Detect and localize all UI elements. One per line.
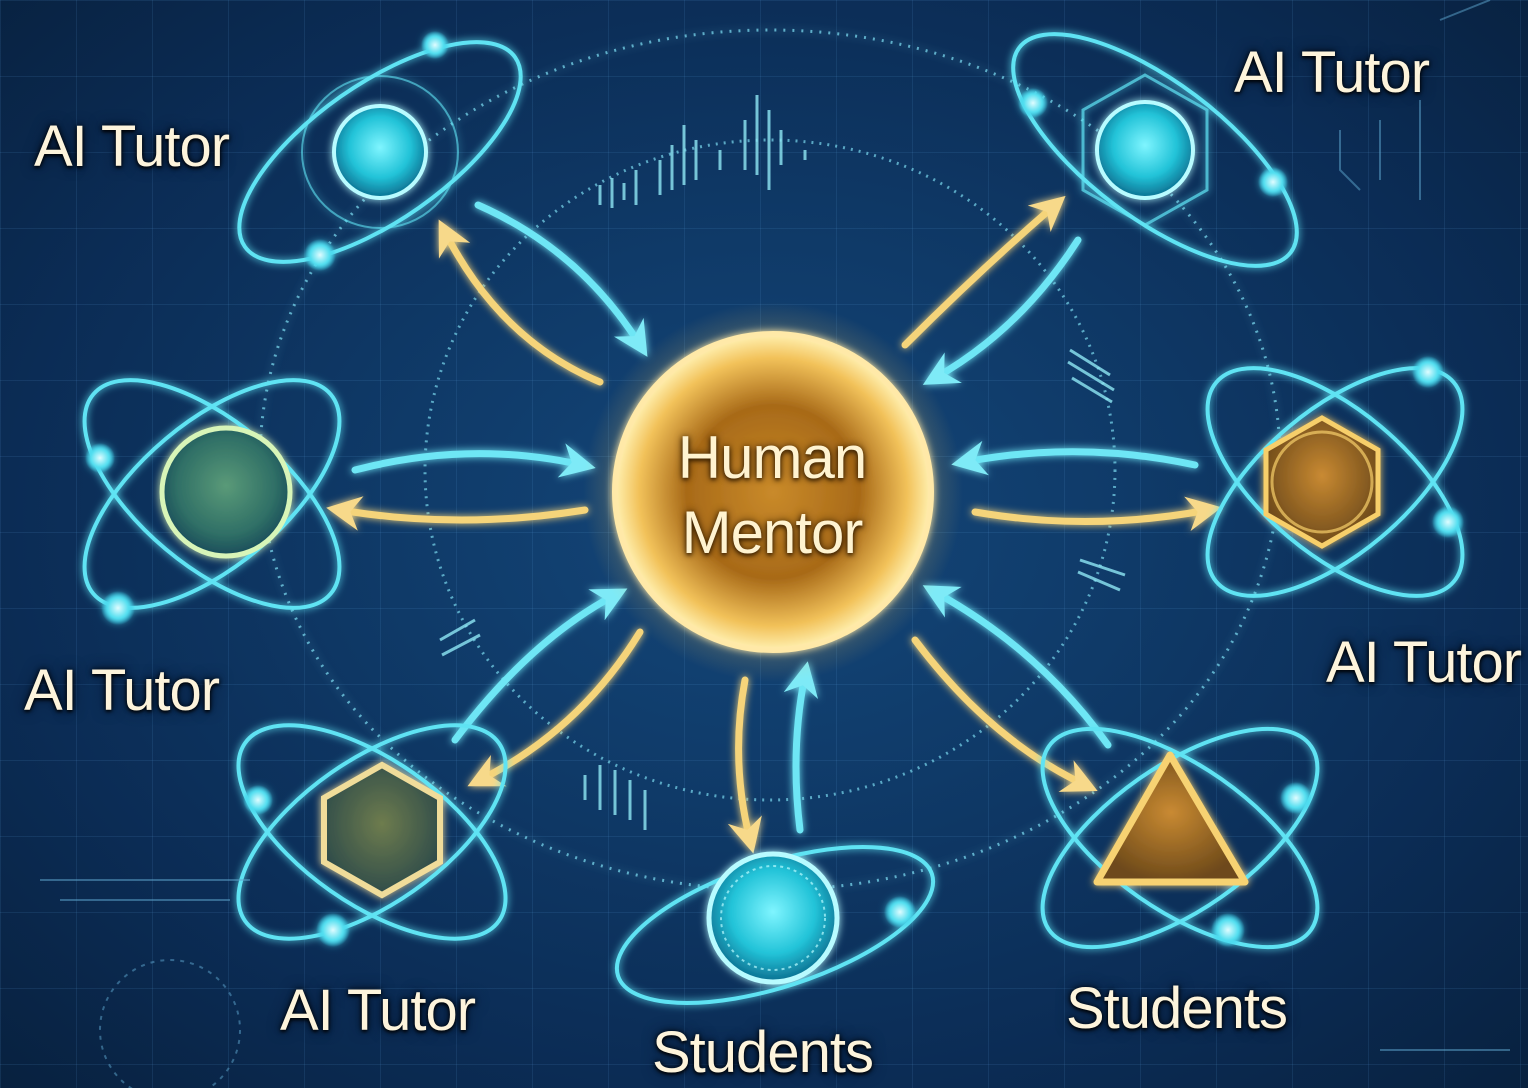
node-label-ai-tutor-top-right: AI Tutor: [1234, 40, 1430, 105]
node-label-ai-tutor-left: AI Tutor: [24, 658, 220, 723]
waveform-accents: [439, 95, 1126, 830]
arrow-to-mentor-7: [922, 585, 1112, 749]
ai-tutor-node-top-left: [237, 31, 523, 271]
arrow-to-tutor-4: [971, 496, 1222, 532]
arrow-to-mentor-5: [451, 588, 628, 744]
human-mentor-label: Human Mentor: [612, 420, 932, 570]
arrow-to-tutor-3: [326, 496, 589, 531]
ai-tutor-node-bottom-left: [236, 723, 508, 947]
circuit-decoration: [40, 0, 1510, 1088]
arrow-to-mentor-6: [783, 661, 819, 834]
ai-tutor-node-right: [1205, 356, 1465, 598]
node-label-ai-tutor-bottom-left: AI Tutor: [280, 978, 476, 1043]
center-label-line-1: Human: [677, 424, 867, 491]
arrow-to-students-2: [911, 636, 1098, 792]
arrow-to-tutor-2: [901, 195, 1066, 349]
ai-tutor-node-left: [82, 378, 342, 625]
arrow-to-tutor-1: [438, 219, 604, 386]
arrow-to-mentor-2: [922, 236, 1082, 385]
node-label-ai-tutor-right: AI Tutor: [1326, 630, 1522, 695]
arrow-to-mentor-3: [351, 443, 596, 478]
arrow-to-mentor-1: [474, 201, 648, 357]
arrow-to-mentor-4: [951, 440, 1199, 476]
students-node-bottom-right: [1040, 726, 1320, 950]
center-label-line-2: Mentor: [681, 499, 864, 566]
node-label-ai-tutor-top-left: AI Tutor: [34, 114, 230, 179]
students-node-bottom-center: [614, 845, 936, 1005]
connection-arrows: [326, 195, 1222, 854]
arrow-to-students-1: [727, 676, 762, 854]
node-label-students-bottom-right: Students: [1066, 976, 1288, 1041]
node-label-students-bottom-center: Students: [652, 1020, 874, 1085]
human-mentor-node: [583, 302, 963, 682]
ai-tutor-node-top-right: [1011, 32, 1299, 268]
